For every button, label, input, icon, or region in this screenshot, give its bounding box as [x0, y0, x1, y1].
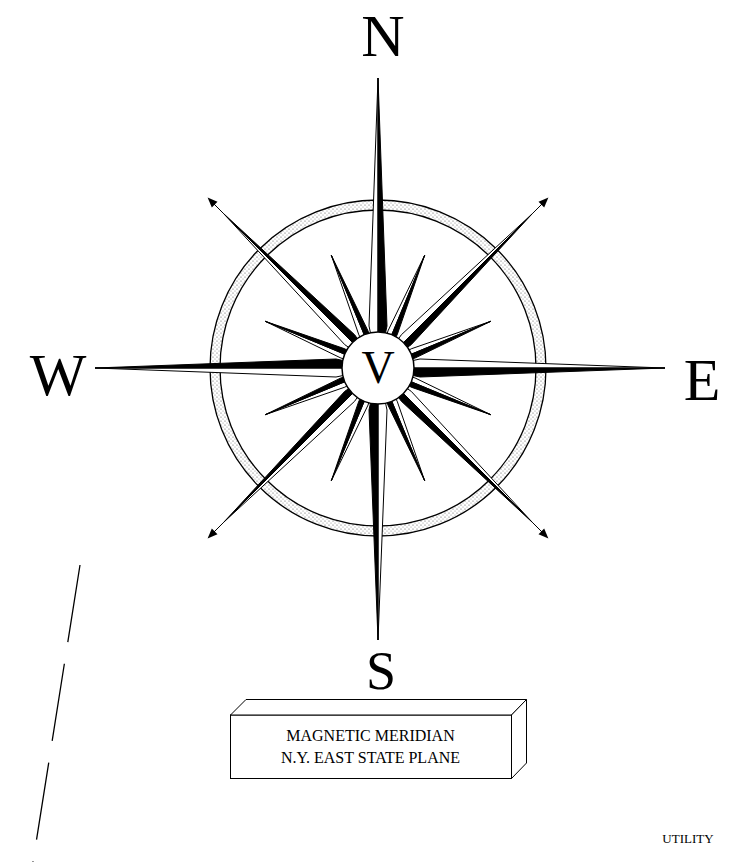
arrowhead — [208, 198, 218, 208]
center-circle: V — [341, 331, 415, 405]
main-spike — [378, 359, 665, 368]
arrow-shaft — [214, 522, 224, 532]
text-holder: MAGNETIC MERIDIAN N.Y. EAST STATE PLANE — [230, 715, 511, 779]
west-letter: W — [30, 345, 87, 405]
main-spike — [95, 359, 378, 368]
main-spike — [378, 78, 387, 368]
meridian-box: MAGNETIC MERIDIAN N.Y. EAST STATE PLANE — [230, 699, 527, 779]
dashed-line — [33, 565, 80, 862]
north-letter: N — [361, 6, 404, 66]
arrow-shaft — [214, 204, 224, 214]
east-letter: E — [684, 350, 721, 410]
arrowhead — [539, 198, 549, 208]
main-spike — [378, 368, 387, 640]
main-spike — [378, 368, 665, 377]
arrow-shaft — [532, 204, 542, 214]
south-letter: S — [366, 644, 396, 698]
arrow-shaft — [532, 522, 542, 532]
box-text: MAGNETIC MERIDIAN N.Y. EAST STATE PLANE — [240, 725, 501, 768]
main-spike — [369, 78, 378, 368]
compass-star — [95, 78, 665, 640]
main-spike — [95, 368, 378, 377]
arrowhead — [539, 529, 549, 539]
text-holder: V — [341, 331, 415, 405]
main-spike — [369, 368, 378, 640]
arrowhead — [208, 529, 218, 539]
utility-note: UTILITY — [662, 832, 713, 845]
center-letter: V — [361, 345, 394, 391]
